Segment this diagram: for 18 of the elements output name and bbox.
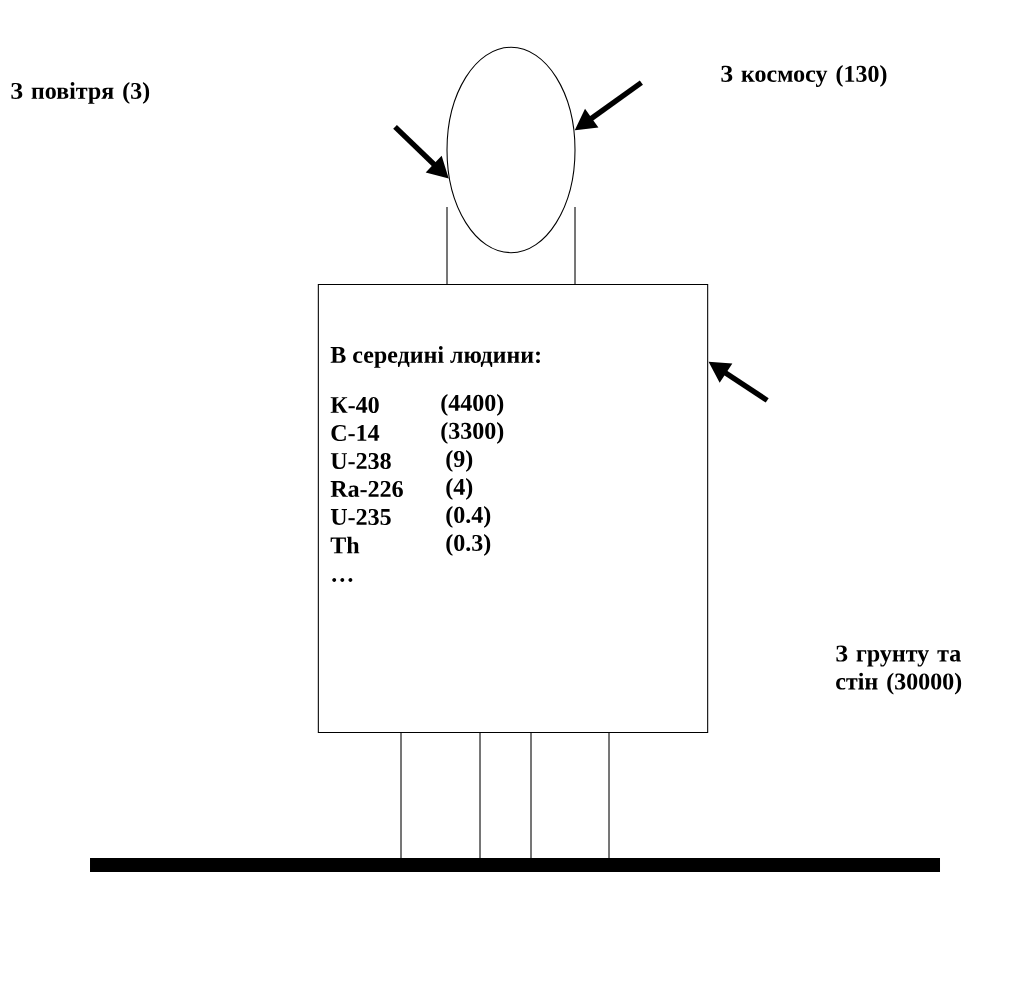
dose-value: (4) bbox=[446, 478, 473, 500]
source-label: З космосу (130) bbox=[721, 65, 887, 87]
source-label: З повітря (3) bbox=[11, 82, 150, 104]
isotope-name: К-40 bbox=[330, 396, 379, 414]
isotope-name: U-235 bbox=[330, 508, 391, 526]
dose-value: (0.4) bbox=[446, 506, 491, 528]
source-label: З грунту та стін (30000) bbox=[836, 645, 962, 695]
isotope-name: Th bbox=[330, 536, 360, 554]
head-ellipse bbox=[446, 46, 576, 254]
dose-value: (4400) bbox=[441, 394, 504, 416]
isotope-name: Ra-226 bbox=[330, 480, 403, 498]
isotope-name: C-14 bbox=[331, 424, 380, 442]
dose-value: (0.3) bbox=[446, 534, 491, 556]
dose-value: (3300) bbox=[441, 422, 504, 444]
dose-value: (9) bbox=[446, 450, 473, 472]
isotope-name: U-238 bbox=[330, 452, 391, 470]
body-heading: В середині людини: bbox=[330, 346, 540, 368]
ellipsis-text: … bbox=[332, 578, 353, 582]
